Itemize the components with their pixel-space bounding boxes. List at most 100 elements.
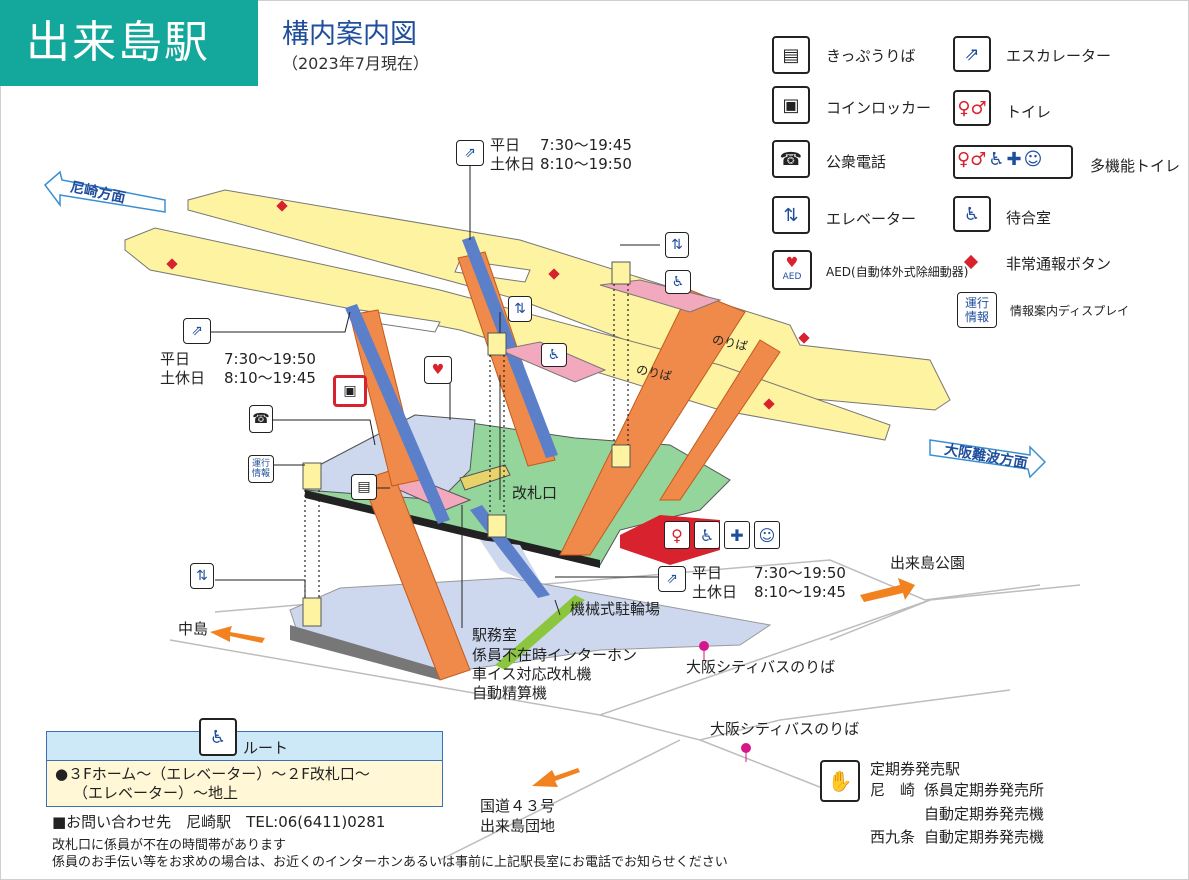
bicycle-parking-label: 機械式駐輪場 xyxy=(570,600,661,618)
public-phone-icon: ☎ xyxy=(249,405,273,433)
direction-nakajima: 中島 xyxy=(178,620,209,638)
route-line: （エレベーター）〜地上 xyxy=(73,784,239,802)
elevator-shaft-upper xyxy=(611,261,631,285)
commuter-pass-desc: 自動定期券発売機 xyxy=(924,805,1045,823)
toilet-icon: ♀ xyxy=(664,521,690,549)
heart-icon: ♥ xyxy=(785,255,799,271)
route-title: ルート xyxy=(243,739,289,757)
bus-stop-pins xyxy=(699,641,751,762)
route-line: ●３Fホーム〜（エレベーター）〜２F改札口〜 xyxy=(55,765,370,783)
map-date: （2023年7月現在） xyxy=(282,54,429,73)
commuter-pass-station: 尼 崎 xyxy=(870,781,916,799)
direction-danchi: 出来島団地 xyxy=(480,817,556,835)
elevator-shaft-lower xyxy=(487,332,507,356)
legend-label: AED(自動体外式除細動器) xyxy=(826,265,969,279)
elevator-shaft-concourse-mid xyxy=(487,514,507,538)
facility-intercom: 係員不在時インターホン xyxy=(472,646,638,664)
emergency-buttons xyxy=(166,200,810,410)
facility-station-office: 駅務室 xyxy=(472,626,518,644)
aed-text: AED xyxy=(782,272,802,282)
baby-icon: ☺ xyxy=(1023,149,1043,170)
commuter-pass-desc: 自動定期券発売機 xyxy=(924,828,1045,846)
escalator-upper xyxy=(462,236,558,458)
arrow-park xyxy=(860,578,915,602)
legend-label: 非常通報ボタン xyxy=(1006,255,1112,273)
contact-info: ■お問い合わせ先 尼崎駅 TEL:06(6411)0281 xyxy=(52,813,386,831)
legend-label: エレベーター xyxy=(826,210,917,228)
facility-fare-adjust: 自動精算機 xyxy=(472,684,548,702)
public-phone-icon: ☎ xyxy=(772,140,810,178)
wheelchair-icon: ♿ xyxy=(694,521,720,549)
arrow-nakajima xyxy=(210,626,265,643)
multipurpose-toilet-icon: ♀♂ ♿ ✚ ☺ xyxy=(953,145,1073,179)
ticket-office-icon: ▤ xyxy=(351,474,377,500)
route-header: ♿ ルート xyxy=(47,718,442,761)
note-line: 係員のお手伝い等をお求めの場合は、お近くのインターホンあるいは事前に上記駅長室に… xyxy=(52,855,728,870)
facility-wheelchair-gate: 車イス対応改札機 xyxy=(472,665,592,683)
ground-shadow xyxy=(290,625,450,680)
escalator-icon: ⇗ xyxy=(953,36,991,72)
legend-label: きっぷうりば xyxy=(826,47,916,65)
elevator-icon: ⇅ xyxy=(665,232,689,258)
legend-label: 待合室 xyxy=(1006,209,1052,227)
elevator-shaft-concourse-right xyxy=(611,444,631,468)
toilet-icon: ♀♂ xyxy=(957,149,987,170)
ticket-gate-label: 改札口 xyxy=(512,484,558,502)
aed-icon: ♥ xyxy=(424,356,452,384)
commuter-pass-title: 定期券発売駅 xyxy=(870,760,961,778)
waiting-room-icon: ♿ xyxy=(541,343,567,367)
wheelchair-icon: ♿ xyxy=(199,718,237,756)
legend-label: 情報案内ディスプレイ xyxy=(1010,304,1130,318)
coin-locker-icon: ▣ xyxy=(772,86,810,124)
train-info-display-icon: 運行 情報 xyxy=(957,292,997,328)
map-title: 構内案内図 xyxy=(282,19,417,50)
ostomate-icon: ✚ xyxy=(724,521,750,549)
elevator-shaft-concourse-left xyxy=(302,462,322,490)
route-text: ●３Fホーム〜（エレベーター）〜２F改札口〜 （エレベーター）〜地上 xyxy=(47,761,442,807)
legend-label: 公衆電話 xyxy=(826,153,887,171)
elevator-icon: ⇅ xyxy=(190,563,214,589)
ticket-gates xyxy=(459,464,511,491)
arrow-osaka xyxy=(929,439,1047,479)
multipurpose-toilet-pill: ♀ ♿ ✚ ☺ xyxy=(664,521,780,549)
coin-locker-icon: ▣ xyxy=(333,375,367,407)
escalator-icon: ⇗ xyxy=(658,566,686,592)
direction-arrows xyxy=(43,170,1047,787)
commuter-pass-station: 西九条 xyxy=(870,828,916,846)
arrow-amagasaki xyxy=(43,170,166,213)
waiting-room-icon: ♿ xyxy=(953,196,991,232)
waiting-room-icon: ♿ xyxy=(665,270,691,294)
commuter-pass-desc: 係員定期券発売所 xyxy=(924,781,1045,799)
escalator-lower xyxy=(345,304,450,524)
bus-stop-label: 大阪シティバスのりば xyxy=(710,720,860,738)
note-line: 改札口に係員が不在の時間帯があります xyxy=(52,838,287,853)
commuter-pass-icon: ✋ xyxy=(820,760,860,802)
arrow-route43 xyxy=(532,768,580,787)
bus-stop-label: 大阪シティバスのりば xyxy=(686,658,836,676)
baby-icon: ☺ xyxy=(754,521,780,549)
wheelchair-icon: ♿ xyxy=(988,149,1005,170)
legend-label: トイレ xyxy=(1006,103,1052,121)
escalator-icon: ⇗ xyxy=(183,318,211,344)
direction-park: 出来島公園 xyxy=(890,554,966,572)
elevator-icon: ⇅ xyxy=(772,196,810,234)
stairs-right-2 xyxy=(659,339,781,501)
bicycle-parking-area xyxy=(495,595,585,670)
train-info-display-icon: 運行 情報 xyxy=(248,455,274,483)
station-name-banner: 出来島駅 xyxy=(0,0,258,86)
direction-route43: 国道４３号 xyxy=(480,797,556,815)
elevator-shaft-ground xyxy=(302,597,322,627)
aed-icon: ♥ AED xyxy=(772,250,812,290)
legend-label: 多機能トイレ xyxy=(1090,157,1181,175)
stairs-to-ground xyxy=(361,469,471,681)
toilet-icon: ♀♂ xyxy=(953,90,991,126)
elevator-icon: ⇅ xyxy=(508,296,532,322)
ostomate-icon: ✚ xyxy=(1006,149,1022,170)
legend-label: エスカレーター xyxy=(1006,47,1112,65)
escalator-icon: ⇗ xyxy=(456,140,484,166)
stairs-right-1 xyxy=(559,289,746,556)
